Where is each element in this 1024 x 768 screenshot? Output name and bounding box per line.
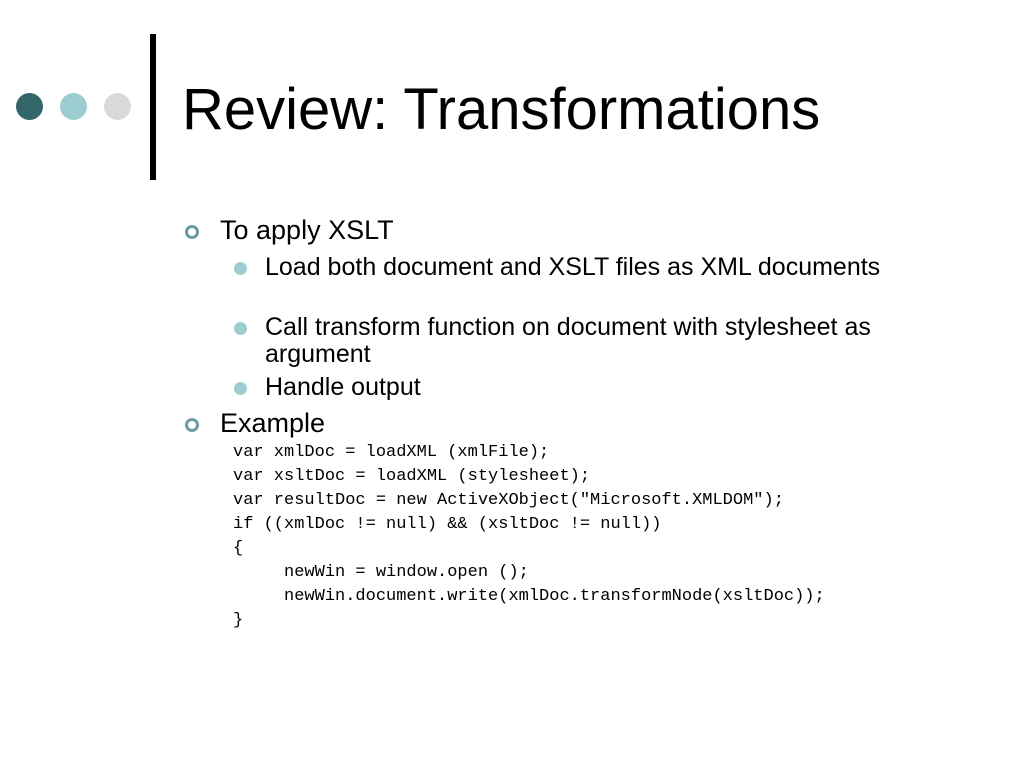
- code-line: newWin = window.open ();: [233, 563, 529, 582]
- code-line: newWin.document.write(xmlDoc.transformNo…: [233, 587, 825, 606]
- decorative-dot-light: [104, 93, 131, 120]
- bullet-example: Example: [220, 408, 326, 438]
- sub-bullet-handle-output: Handle output: [265, 373, 421, 401]
- bullet-to-apply-xslt: To apply XSLT: [220, 215, 394, 245]
- decorative-dot-dark: [16, 93, 43, 120]
- ring-bullet-icon: [185, 225, 199, 239]
- slide-title: Review: Transformations: [182, 77, 821, 142]
- code-sample: var xmlDoc = loadXML (xmlFile); var xsltD…: [233, 441, 825, 633]
- sub-bullet-load-documents: Load both document and XSLT files as XML…: [265, 253, 881, 281]
- sub-bullet-call-transform: Call transform function on document with…: [265, 313, 871, 368]
- code-line: var xsltDoc = loadXML (stylesheet);: [233, 467, 591, 486]
- sub-bullet-icon: [234, 382, 247, 395]
- code-line: var resultDoc = new ActiveXObject("Micro…: [233, 491, 784, 510]
- title-divider: [150, 34, 156, 180]
- ring-bullet-icon: [185, 418, 199, 432]
- code-line: }: [233, 611, 244, 630]
- decorative-dot-mid: [60, 93, 87, 120]
- code-line: var xmlDoc = loadXML (xmlFile);: [233, 443, 550, 462]
- sub-bullet-icon: [234, 262, 247, 275]
- sub-bullet-icon: [234, 322, 247, 335]
- code-line: {: [233, 539, 244, 558]
- code-line: if ((xmlDoc != null) && (xsltDoc != null…: [233, 515, 662, 534]
